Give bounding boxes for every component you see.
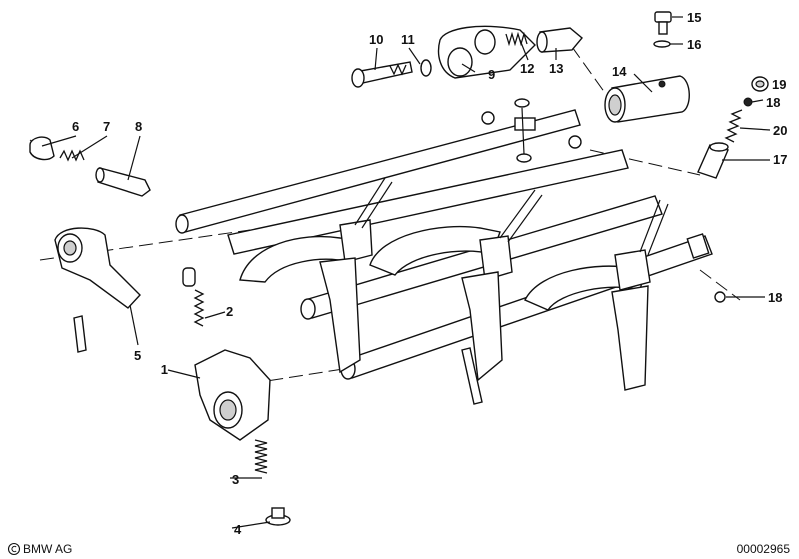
part-3-spring bbox=[254, 439, 268, 474]
label-20: 20 bbox=[773, 123, 787, 138]
part-7-spring bbox=[59, 149, 85, 162]
label-16: 16 bbox=[687, 37, 701, 52]
label-14: 14 bbox=[612, 64, 627, 79]
leader-lines bbox=[41, 16, 771, 529]
interlock-pin bbox=[461, 347, 483, 405]
label-13: 13 bbox=[549, 61, 563, 76]
part-10-bolt bbox=[351, 61, 413, 88]
label-15: 15 bbox=[687, 10, 701, 25]
label-18-top: 18 bbox=[766, 95, 780, 110]
label-6: 6 bbox=[72, 119, 79, 134]
part-4-washer bbox=[265, 507, 291, 526]
label-19: 19 bbox=[772, 77, 786, 92]
label-3: 3 bbox=[232, 472, 239, 487]
shift-fork-1 bbox=[239, 177, 393, 374]
part-11-washer bbox=[420, 59, 432, 77]
footer: BMW AG 00002965 bbox=[7, 542, 791, 556]
shift-fork-3 bbox=[524, 199, 669, 391]
label-8: 8 bbox=[135, 119, 142, 134]
part-16-washer bbox=[653, 40, 671, 48]
part-20-spring bbox=[724, 109, 743, 143]
part-2-pin-spring bbox=[182, 267, 205, 327]
part-6-plug bbox=[29, 136, 55, 161]
brand-text: BMW AG bbox=[23, 542, 72, 556]
cross-piece bbox=[481, 98, 582, 163]
part-1-selector bbox=[194, 349, 271, 441]
label-17: 17 bbox=[773, 152, 787, 167]
label-2: 2 bbox=[226, 304, 233, 319]
part-19-cap bbox=[751, 76, 769, 92]
part-12-spring bbox=[505, 31, 528, 47]
label-7: 7 bbox=[103, 119, 110, 134]
shift-fork-2 bbox=[369, 189, 543, 382]
copyright-icon bbox=[7, 542, 21, 556]
part-14-sleeve bbox=[604, 75, 690, 123]
label-12: 12 bbox=[520, 61, 534, 76]
selector-rods bbox=[175, 109, 713, 380]
part-8-pin bbox=[95, 167, 151, 197]
part-13-plunger bbox=[536, 27, 583, 53]
label-18-bottom: 18 bbox=[768, 290, 782, 305]
part-17-sleeve bbox=[697, 142, 729, 179]
part-18-ball-top bbox=[743, 97, 753, 107]
label-1: 1 bbox=[161, 362, 168, 377]
part-5-lever bbox=[54, 227, 141, 353]
part-15-screw bbox=[654, 11, 672, 35]
part-18-ball-bottom bbox=[714, 291, 726, 303]
label-10: 10 bbox=[369, 32, 383, 47]
label-9: 9 bbox=[488, 67, 495, 82]
label-5: 5 bbox=[134, 348, 141, 363]
part-labels: 1 2 3 4 5 6 7 8 9 10 11 12 13 14 15 16 1… bbox=[72, 10, 787, 537]
drawing-number: 00002965 bbox=[737, 542, 791, 556]
label-4: 4 bbox=[234, 522, 242, 537]
label-11: 11 bbox=[401, 32, 415, 47]
